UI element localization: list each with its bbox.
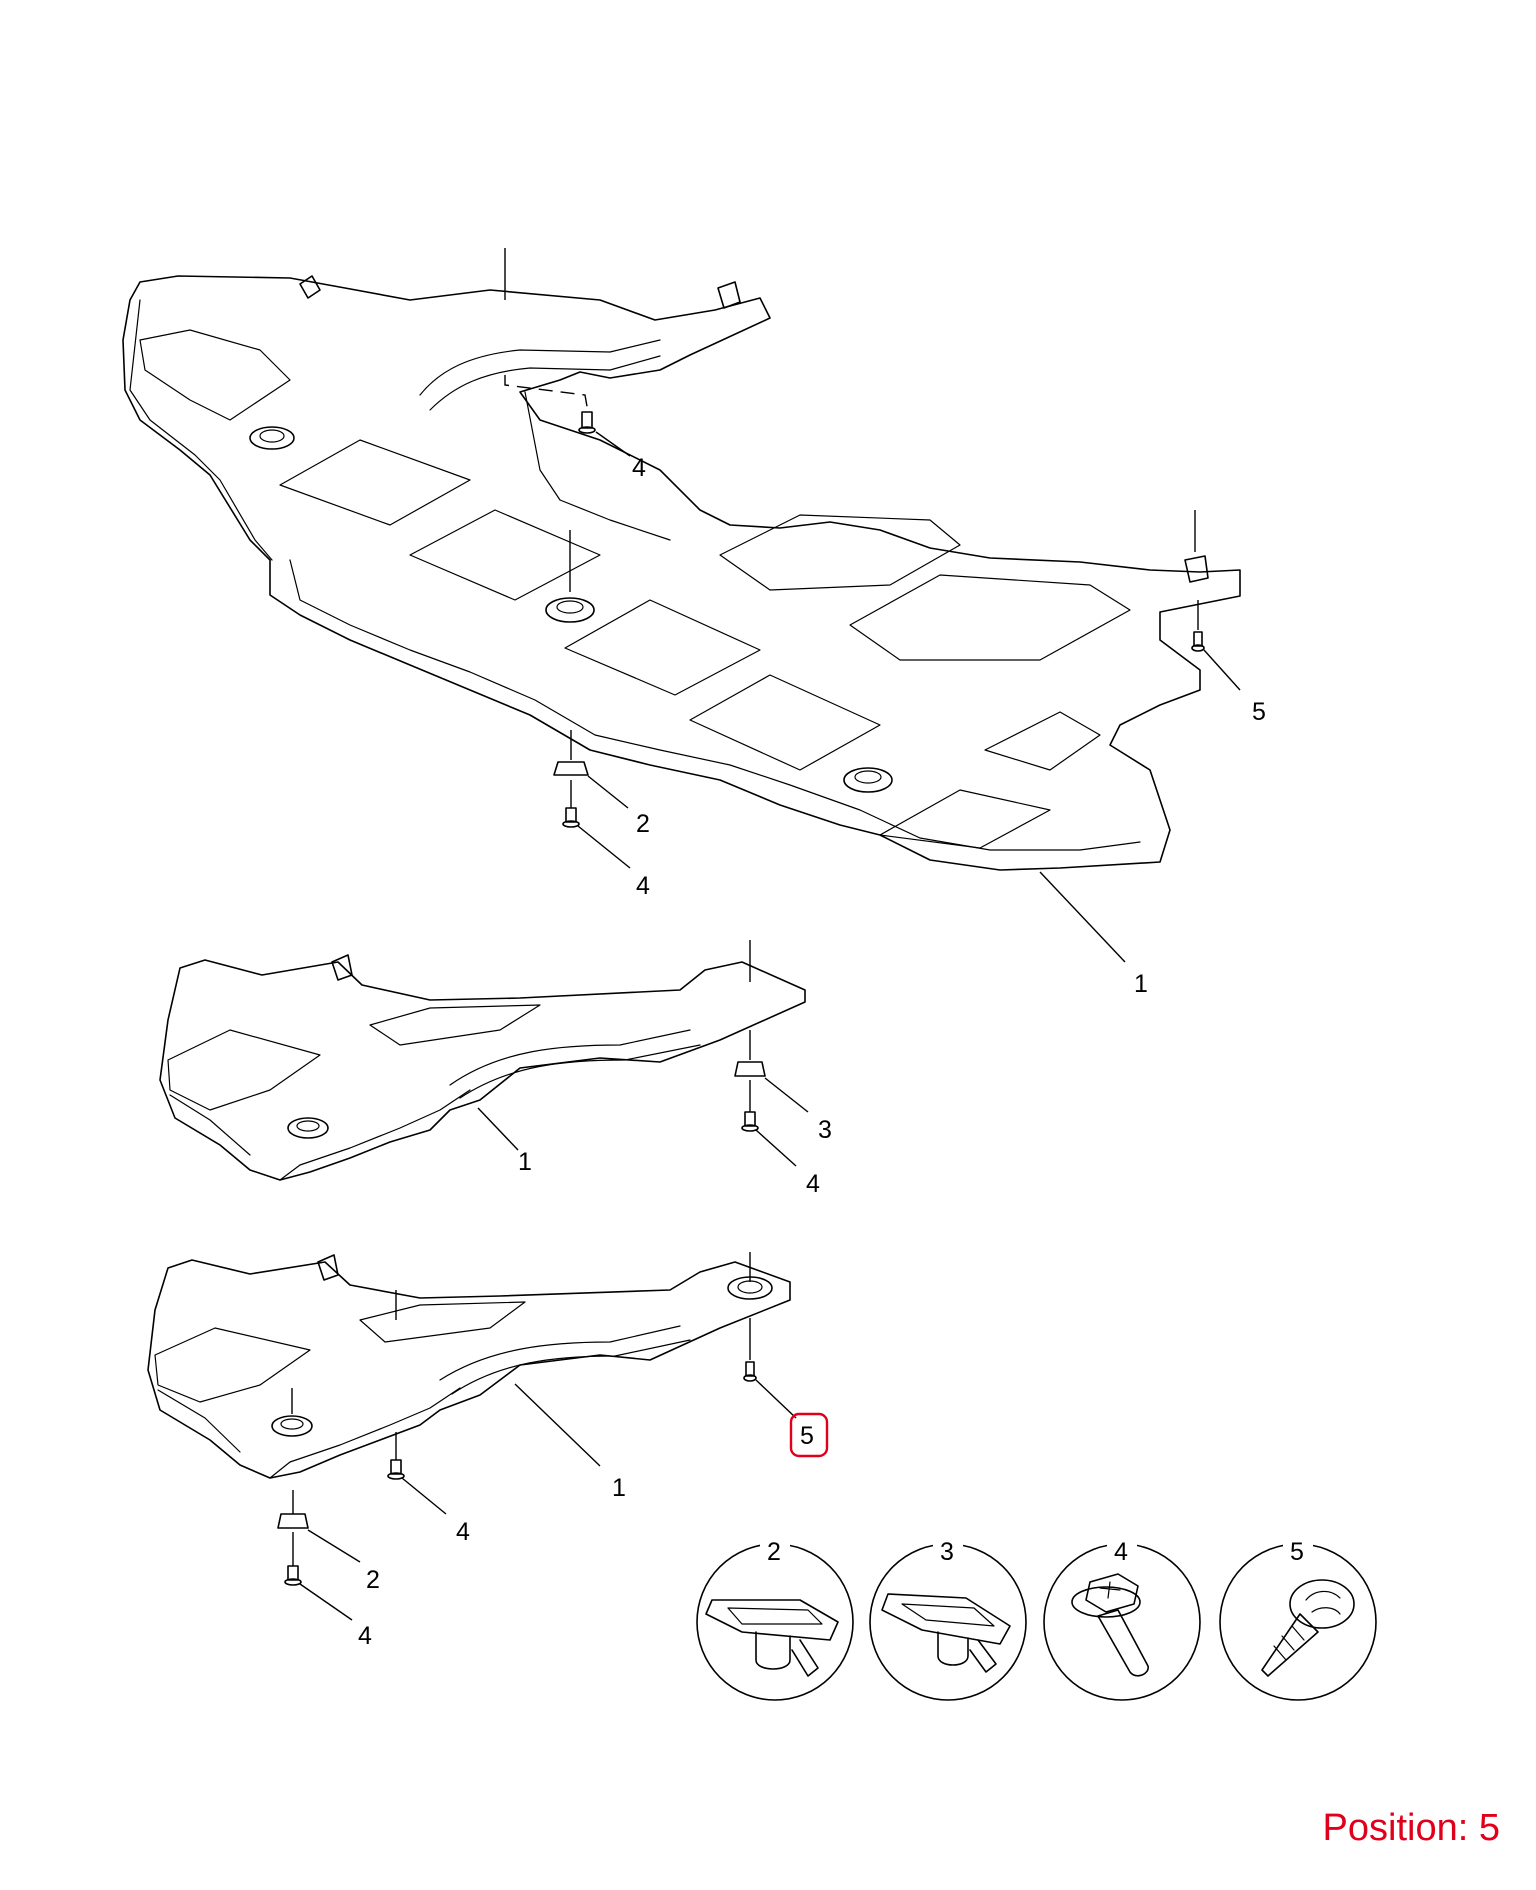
- callout-1-main: 1: [1134, 970, 1148, 998]
- legend-number-5: 5: [1290, 1538, 1304, 1566]
- fastener-2-main: [553, 761, 589, 776]
- fastener-4-middle: [741, 1111, 759, 1132]
- fastener-4-main-top: [578, 411, 596, 434]
- callout-4-middle: 4: [806, 1170, 820, 1198]
- legend-item-5: 5: [1219, 1536, 1377, 1701]
- callout-1-lower: 1: [612, 1474, 626, 1502]
- shield-middle: [159, 954, 806, 1181]
- callout-4-main-bottom: 4: [636, 872, 650, 900]
- fastener-4-lower-bottom: [284, 1565, 302, 1586]
- callout-2-main: 2: [636, 810, 650, 838]
- fastener-5-main-right: [1191, 631, 1205, 652]
- shield-main: [122, 275, 1241, 871]
- tapping-screw-icon: [1261, 1579, 1355, 1677]
- callout-4-lower: 4: [456, 1518, 470, 1546]
- legend-number-4: 4: [1114, 1538, 1128, 1566]
- position-label: Position: 5: [1322, 1807, 1500, 1849]
- legend-item-2: 2: [696, 1536, 854, 1701]
- callout-4-main-top: 4: [632, 454, 646, 482]
- fastener-4-lower: [387, 1459, 405, 1480]
- fastener-4-main-bottom: [562, 807, 580, 828]
- callout-3-middle: 3: [818, 1116, 832, 1144]
- legend-item-3: 3: [869, 1536, 1027, 1701]
- legend-number-2: 2: [767, 1538, 781, 1566]
- legend-number-3: 3: [940, 1538, 954, 1566]
- u-clip-nut-icon: [705, 1599, 839, 1677]
- callout-4-lower-bottom: 4: [358, 1622, 372, 1650]
- highlight-box: [789, 1412, 829, 1458]
- callout-5-lower: 5: [800, 1422, 814, 1450]
- legend-item-4: 4: [1043, 1536, 1201, 1701]
- callout-1-middle: 1: [518, 1148, 532, 1176]
- fastener-5-lower: [743, 1361, 757, 1382]
- u-clip-nut-icon: [881, 1593, 1011, 1673]
- shield-lower: [147, 1254, 791, 1479]
- callout-2-lower: 2: [366, 1566, 380, 1594]
- fastener-2-lower: [277, 1513, 309, 1529]
- fastener-3-middle: [734, 1061, 766, 1077]
- callout-5-main-right: 5: [1252, 698, 1266, 726]
- hex-bolt-washer-icon: [1071, 1573, 1149, 1677]
